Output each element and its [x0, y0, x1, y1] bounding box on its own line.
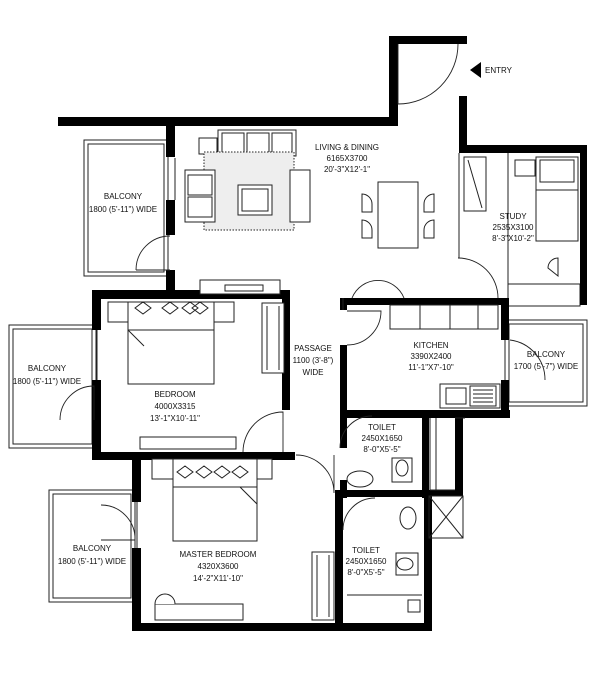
- living-name: LIVING & DINING: [315, 143, 379, 152]
- master-bedroom-name: MASTER BEDROOM: [180, 550, 257, 559]
- room-balcony-right: BALCONY 1700 (5'-7") WIDE: [514, 350, 578, 371]
- walls: [58, 36, 587, 631]
- room-toilet-2: TOILET 2450X1650 8'-0"X5'-5": [346, 546, 387, 577]
- room-balcony-top-left: BALCONY 1800 (5'-11") WIDE: [89, 192, 157, 214]
- toilet-2-size-ft: 8'-0"X5'-5": [347, 568, 384, 577]
- balcony-right-name: BALCONY: [527, 350, 566, 359]
- room-balcony-bottom-left: BALCONY 1800 (5'-11") WIDE: [58, 544, 126, 566]
- toilet-2-size-mm: 2450X1650: [346, 557, 387, 566]
- toilet-2-name: TOILET: [352, 546, 380, 555]
- kitchen-size-mm: 3390X2400: [411, 352, 452, 361]
- bedroom-size-ft: 13'-1"X10'-11": [150, 414, 200, 423]
- study-name: STUDY: [499, 212, 527, 221]
- partitions: [96, 153, 509, 548]
- balcony-right-size: 1700 (5'-7") WIDE: [514, 362, 578, 371]
- entry-label: ENTRY: [485, 66, 513, 75]
- study-furniture: [463, 156, 579, 278]
- passage-name: PASSAGE: [294, 344, 332, 353]
- kitchen-name: KITCHEN: [413, 341, 448, 350]
- room-bedroom: BEDROOM 4000X3315 13'-1"X10'-11": [150, 390, 200, 423]
- room-study: STUDY 2535X3100 8'-3"X10'-2": [492, 212, 534, 243]
- living-size-mm: 6165X3700: [327, 154, 368, 163]
- study-ledge: [507, 283, 581, 307]
- master-bedroom-size-mm: 4320X3600: [198, 562, 239, 571]
- living-furniture: [184, 129, 435, 295]
- doors: [59, 43, 546, 541]
- toilet-1-name: TOILET: [368, 423, 396, 432]
- balcony-mid-left-name: BALCONY: [28, 364, 67, 373]
- kitchen-size-ft: 11'-1"X7'-10": [408, 363, 454, 372]
- balcony-top-left-name: BALCONY: [104, 192, 143, 201]
- toilet-1-size-mm: 2450X1650: [362, 434, 403, 443]
- bedroom-size-mm: 4000X3315: [155, 402, 196, 411]
- master-bedroom-size-ft: 14'-2"X11'-10": [193, 574, 243, 583]
- balcony-bottom-left-name: BALCONY: [73, 544, 112, 553]
- toilet-fixtures: [346, 418, 455, 613]
- room-kitchen: KITCHEN 3390X2400 11'-1"X7'-10": [408, 341, 454, 372]
- balcony-bottom-left-size: 1800 (5'-11") WIDE: [58, 557, 126, 566]
- study-size-mm: 2535X3100: [493, 223, 534, 232]
- entry-arrow-icon: [470, 62, 481, 78]
- passage-size: 1100 (3'-8"): [293, 356, 334, 365]
- room-master-bedroom: MASTER BEDROOM 4320X3600 14'-2"X11'-10": [180, 550, 257, 583]
- study-size-ft: 8'-3"X10'-2": [492, 234, 534, 243]
- kitchen-counter: [389, 304, 501, 409]
- balcony-bottom-left: [48, 489, 136, 603]
- room-living: LIVING & DINING 6165X3700 20'-3"X12'-1": [315, 143, 379, 174]
- entry-marker: ENTRY: [470, 62, 513, 78]
- balcony-mid-left-size: 1800 (5'-11") WIDE: [13, 377, 81, 386]
- balcony-top-left-size: 1800 (5'-11") WIDE: [89, 205, 157, 214]
- room-toilet-1: TOILET 2450X1650 8'-0"X5'-5": [362, 423, 403, 454]
- bedroom-furniture: [107, 301, 285, 450]
- room-balcony-mid-left: BALCONY 1800 (5'-11") WIDE: [13, 364, 81, 386]
- master-bedroom-furniture: [151, 458, 335, 621]
- bedroom-name: BEDROOM: [154, 390, 196, 399]
- balcony-mid-left: [8, 324, 97, 449]
- toilet-1-size-ft: 8'-0"X5'-5": [363, 445, 400, 454]
- room-passage: PASSAGE 1100 (3'-8") WIDE: [293, 344, 334, 377]
- passage-extra: WIDE: [303, 368, 324, 377]
- living-size-ft: 20'-3"X12'-1": [324, 165, 370, 174]
